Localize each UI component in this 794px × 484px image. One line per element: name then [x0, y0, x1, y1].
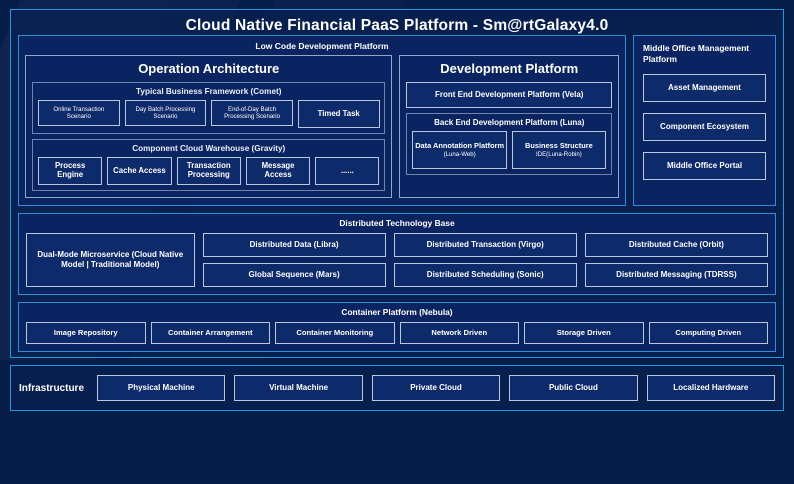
business-framework-item[interactable]: Timed Task — [297, 100, 380, 128]
component-warehouse-item[interactable]: Message Access — [245, 157, 311, 185]
middle-office-items: Asset Management Component Ecosystem Mid… — [643, 73, 766, 180]
dtb-column-transaction: Distributed Transaction (Virgo) Distribu… — [393, 233, 577, 287]
back-end-item-business-structure[interactable]: Business Structure IDE(Luna-Robin) — [511, 131, 607, 169]
low-code-platform-title: Low Code Development Platform — [255, 41, 389, 51]
dtb-item-distributed-cache[interactable]: Distributed Cache (Orbit) — [584, 233, 768, 257]
component-warehouse-item-ellipsis[interactable]: ...... — [315, 157, 380, 185]
container-platform-item-network-driven[interactable]: Network Driven — [399, 322, 519, 344]
back-end-item-sub: IDE(Luna-Robin) — [536, 150, 582, 158]
container-platform-item-container-monitoring[interactable]: Container Monitoring — [275, 322, 395, 344]
platform-main-frame: Cloud Native Financial PaaS Platform - S… — [10, 9, 784, 358]
component-warehouse-item[interactable]: Process Engine — [38, 157, 103, 185]
container-platform-panel: Container Platform (Nebula) Image Reposi… — [18, 302, 776, 352]
infrastructure-label: Infrastructure — [19, 382, 85, 394]
dtb-item-distributed-scheduling[interactable]: Distributed Scheduling (Sonic) — [393, 263, 577, 287]
infrastructure-panel: Infrastructure Physical Machine Virtual … — [10, 365, 784, 411]
middle-office-title: Middle Office Management Platform — [643, 43, 750, 65]
infrastructure-item-public-cloud[interactable]: Public Cloud — [509, 375, 638, 401]
development-platform-panel: Development Platform Front End Developme… — [399, 55, 619, 198]
component-cloud-warehouse-group: Component Cloud Warehouse (Gravity) Proc… — [32, 139, 386, 191]
component-warehouse-item[interactable]: Cache Access — [107, 157, 172, 185]
dtb-item-dual-mode-microservice[interactable]: Dual-Mode Microservice (Cloud Native Mod… — [26, 233, 195, 287]
back-end-item-data-annotation[interactable]: Data Annotation Platform (Luna-Web) — [412, 131, 507, 169]
page-title: Cloud Native Financial PaaS Platform - S… — [185, 17, 609, 34]
low-code-body: Operation Architecture Typical Business … — [25, 55, 619, 198]
business-framework-item[interactable]: End-of-Day Batch Processing Scenario — [211, 100, 293, 126]
component-cloud-warehouse-title: Component Cloud Warehouse (Gravity) — [132, 144, 286, 153]
front-end-development-platform-box[interactable]: Front End Development Platform (Vela) — [406, 82, 612, 108]
middle-office-item-component-ecosystem[interactable]: Component Ecosystem — [643, 112, 766, 141]
infrastructure-items: Physical Machine Virtual Machine Private… — [97, 375, 775, 401]
middle-office-item-asset-management[interactable]: Asset Management — [643, 73, 766, 102]
back-end-item-name: Business Structure — [524, 141, 593, 151]
distributed-technology-base-title: Distributed Technology Base — [339, 218, 455, 228]
container-platform-item-image-repository[interactable]: Image Repository — [26, 322, 146, 344]
development-platform-title: Development Platform — [440, 61, 579, 76]
distributed-technology-base-grid: Dual-Mode Microservice (Cloud Native Mod… — [26, 233, 768, 287]
container-platform-item-container-arrangement[interactable]: Container Arrangement — [150, 322, 270, 344]
dtb-column-microservice: Dual-Mode Microservice (Cloud Native Mod… — [26, 233, 195, 287]
dtb-column-data: Distributed Data (Libra) Global Sequence… — [202, 233, 386, 287]
back-end-item-name: Data Annotation Platform — [415, 141, 505, 151]
component-cloud-warehouse-items: Process Engine Cache Access Transaction … — [38, 157, 380, 185]
distributed-technology-base-panel: Distributed Technology Base Dual-Mode Mi… — [18, 213, 776, 295]
infrastructure-item-private-cloud[interactable]: Private Cloud — [371, 375, 501, 401]
back-end-item-sub: (Luna-Web) — [443, 150, 476, 158]
dtb-column-cache: Distributed Cache (Orbit) Distributed Me… — [584, 233, 768, 287]
dtb-item-distributed-transaction[interactable]: Distributed Transaction (Virgo) — [393, 233, 577, 257]
top-row: Low Code Development Platform Operation … — [18, 35, 776, 206]
dtb-item-global-sequence[interactable]: Global Sequence (Mars) — [202, 263, 386, 287]
infrastructure-item-virtual-machine[interactable]: Virtual Machine — [234, 375, 363, 401]
back-end-development-platform-title: Back End Development Platform (Luna) — [434, 118, 585, 127]
dtb-item-distributed-data[interactable]: Distributed Data (Libra) — [202, 233, 386, 257]
back-end-items: Data Annotation Platform (Luna-Web) Busi… — [412, 131, 607, 169]
business-framework-item[interactable]: Day Batch Processing Scenario — [124, 100, 207, 126]
container-platform-item-storage-driven[interactable]: Storage Driven — [524, 322, 644, 344]
operation-architecture-panel: Operation Architecture Typical Business … — [25, 55, 393, 198]
middle-office-management-platform-panel: Middle Office Management Platform Asset … — [633, 35, 776, 206]
low-code-development-platform-panel: Low Code Development Platform Operation … — [18, 35, 626, 206]
back-end-development-platform-group: Back End Development Platform (Luna) Dat… — [406, 113, 612, 175]
typical-business-framework-group: Typical Business Framework (Comet) Onlin… — [32, 82, 386, 134]
infrastructure-item-localized-hardware[interactable]: Localized Hardware — [646, 375, 775, 401]
infrastructure-item-physical-machine[interactable]: Physical Machine — [97, 375, 226, 401]
business-framework-item[interactable]: Online Transaction Scenario — [38, 100, 120, 126]
container-platform-items: Image Repository Container Arrangement C… — [26, 322, 768, 344]
container-platform-item-computing-driven[interactable]: Computing Driven — [648, 322, 768, 344]
container-platform-title: Container Platform (Nebula) — [341, 307, 453, 317]
operation-architecture-title: Operation Architecture — [138, 61, 280, 76]
typical-business-framework-items: Online Transaction Scenario Day Batch Pr… — [38, 100, 380, 128]
middle-office-item-middle-office-portal[interactable]: Middle Office Portal — [643, 151, 766, 180]
component-warehouse-item[interactable]: Transaction Processing — [176, 157, 241, 185]
typical-business-framework-title: Typical Business Framework (Comet) — [136, 87, 282, 96]
dtb-item-distributed-messaging[interactable]: Distributed Messaging (TDRSS) — [584, 263, 768, 287]
